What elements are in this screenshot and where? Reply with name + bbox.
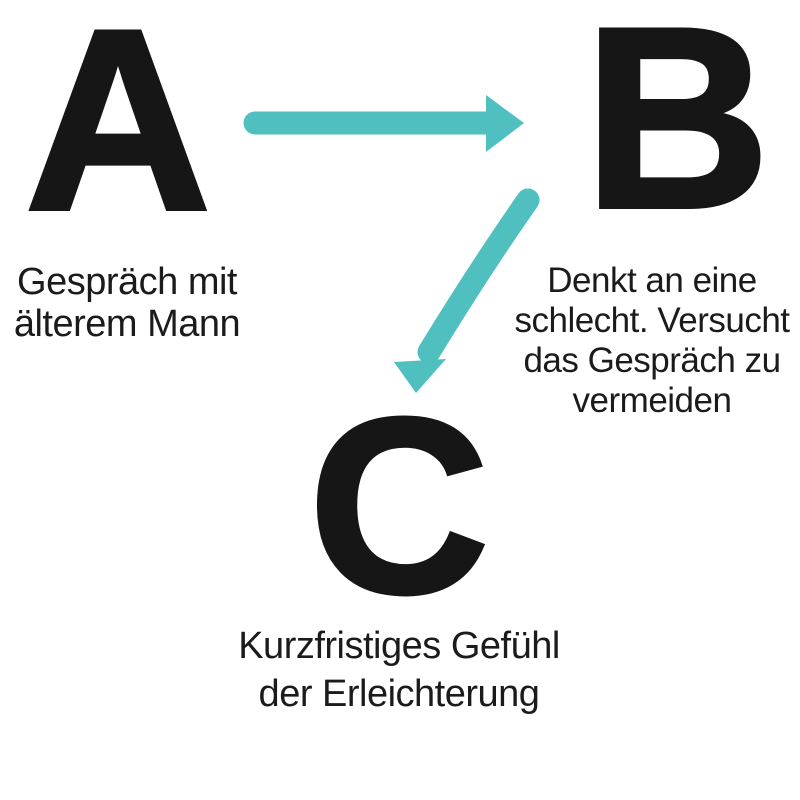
arrow-b-to-c-shaft xyxy=(417,188,540,364)
node-c-label: Kurzfristiges Gefühl der Erleichterung xyxy=(238,622,560,718)
arrow-b-to-c-head xyxy=(394,359,446,393)
node-a-letter: A xyxy=(23,0,213,264)
node-b-letter: B xyxy=(582,0,772,262)
node-c-label-line: der Erleichterung xyxy=(258,673,540,715)
node-a-label-line: älterem Mann xyxy=(13,303,241,345)
node-b-label-line: das Gespräch zu xyxy=(523,341,781,380)
node-b-label-line: vermeiden xyxy=(572,381,732,420)
arrow-b-to-c xyxy=(394,188,540,393)
node-c-letter: C xyxy=(307,366,492,645)
node-b-label-line: Denkt an eine xyxy=(547,261,757,300)
node-a-label: Gespräch mit älterem Mann xyxy=(13,261,241,345)
node-b-label: Denkt an eine schlecht. Versucht das Ges… xyxy=(514,261,790,421)
node-a-label-line: Gespräch mit xyxy=(17,261,237,303)
arrow-a-to-b xyxy=(243,95,524,152)
arrow-a-to-b-head xyxy=(486,95,524,152)
node-c-label-line: Kurzfristiges Gefühl xyxy=(238,625,560,667)
node-b-label-line: schlecht. Versucht xyxy=(514,301,790,340)
